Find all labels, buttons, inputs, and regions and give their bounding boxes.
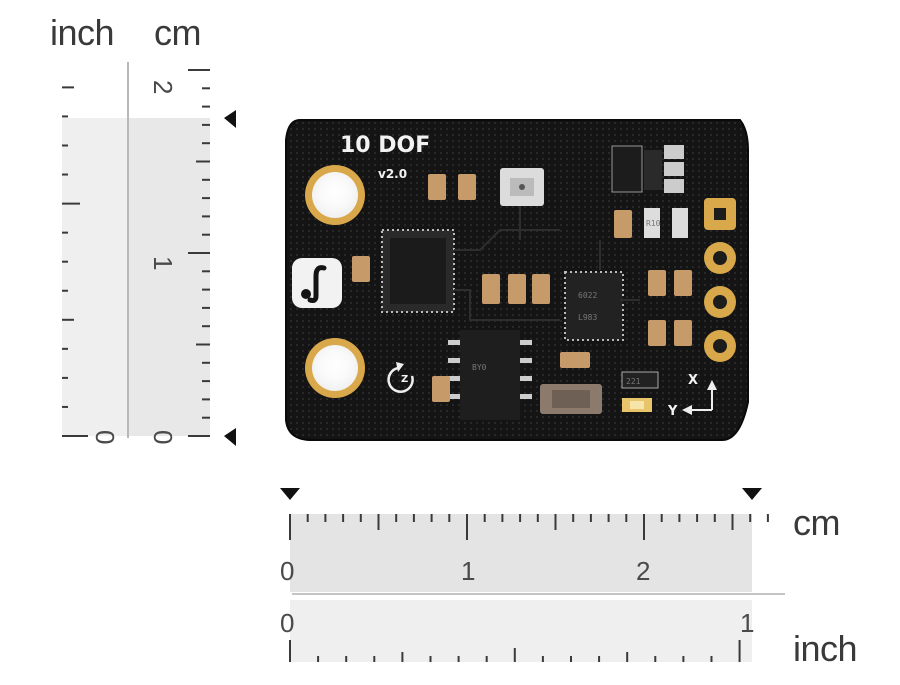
axis-y-label: Y xyxy=(667,404,678,419)
h-inch-number-1: 1 xyxy=(740,608,754,638)
ic-qfn-left xyxy=(381,229,455,313)
inch-label-bottom: inch xyxy=(793,628,858,669)
horizontal-ruler-shade-cm xyxy=(290,514,752,592)
marker-arrow-left xyxy=(280,488,300,500)
h-cm-number-0: 0 xyxy=(280,556,294,586)
ic-center: 6022 L983 xyxy=(564,271,624,341)
svg-text:BY0: BY0 xyxy=(472,363,487,372)
inch-label-top: inch xyxy=(50,12,115,53)
mounting-hole-top xyxy=(305,165,365,225)
axis-z-label: Z xyxy=(401,374,408,385)
cm-label-top: cm xyxy=(154,12,202,53)
pcb-traces xyxy=(454,206,640,321)
h-cm-number-2: 2 xyxy=(636,556,650,586)
marker-arrow-bottom xyxy=(224,428,236,446)
brand-logo xyxy=(292,258,342,308)
ic-soic: BY0 xyxy=(448,330,532,420)
mounting-hole-bottom xyxy=(305,338,365,398)
passive-components: R10 221 xyxy=(352,174,692,414)
h-cm-number-1: 1 xyxy=(461,556,475,586)
axis-x-label: X xyxy=(688,373,698,388)
horizontal-ruler-shade-inch xyxy=(290,600,752,662)
axis-indicator-icon: X Y xyxy=(667,373,717,419)
svg-text:221: 221 xyxy=(626,377,641,386)
pressure-sensor xyxy=(500,168,544,206)
horizontal-ruler xyxy=(289,514,785,662)
cm-label-right: cm xyxy=(793,502,841,543)
v-cm-number-2: 2 xyxy=(148,80,178,94)
marker-arrow-right xyxy=(742,488,762,500)
voltage-regulator xyxy=(611,145,684,193)
marker-arrow-top xyxy=(224,110,236,128)
v-cm-number-0: 0 xyxy=(148,430,178,444)
vertical-ruler xyxy=(62,62,210,438)
header-pads xyxy=(704,198,736,362)
board-version: v2.0 xyxy=(378,167,407,181)
svg-text:L983: L983 xyxy=(578,313,597,322)
pcb-board: 10 DOF v2.0 Z X Y xyxy=(285,119,749,441)
svg-text:R10: R10 xyxy=(646,219,661,228)
rotation-z-icon: Z xyxy=(387,362,414,393)
v-inch-number-0: 0 xyxy=(90,430,120,444)
v-cm-number-1: 1 xyxy=(148,256,178,270)
svg-text:6022: 6022 xyxy=(578,291,597,300)
h-inch-number-0: 0 xyxy=(280,608,294,638)
board-title: 10 DOF xyxy=(340,133,430,158)
